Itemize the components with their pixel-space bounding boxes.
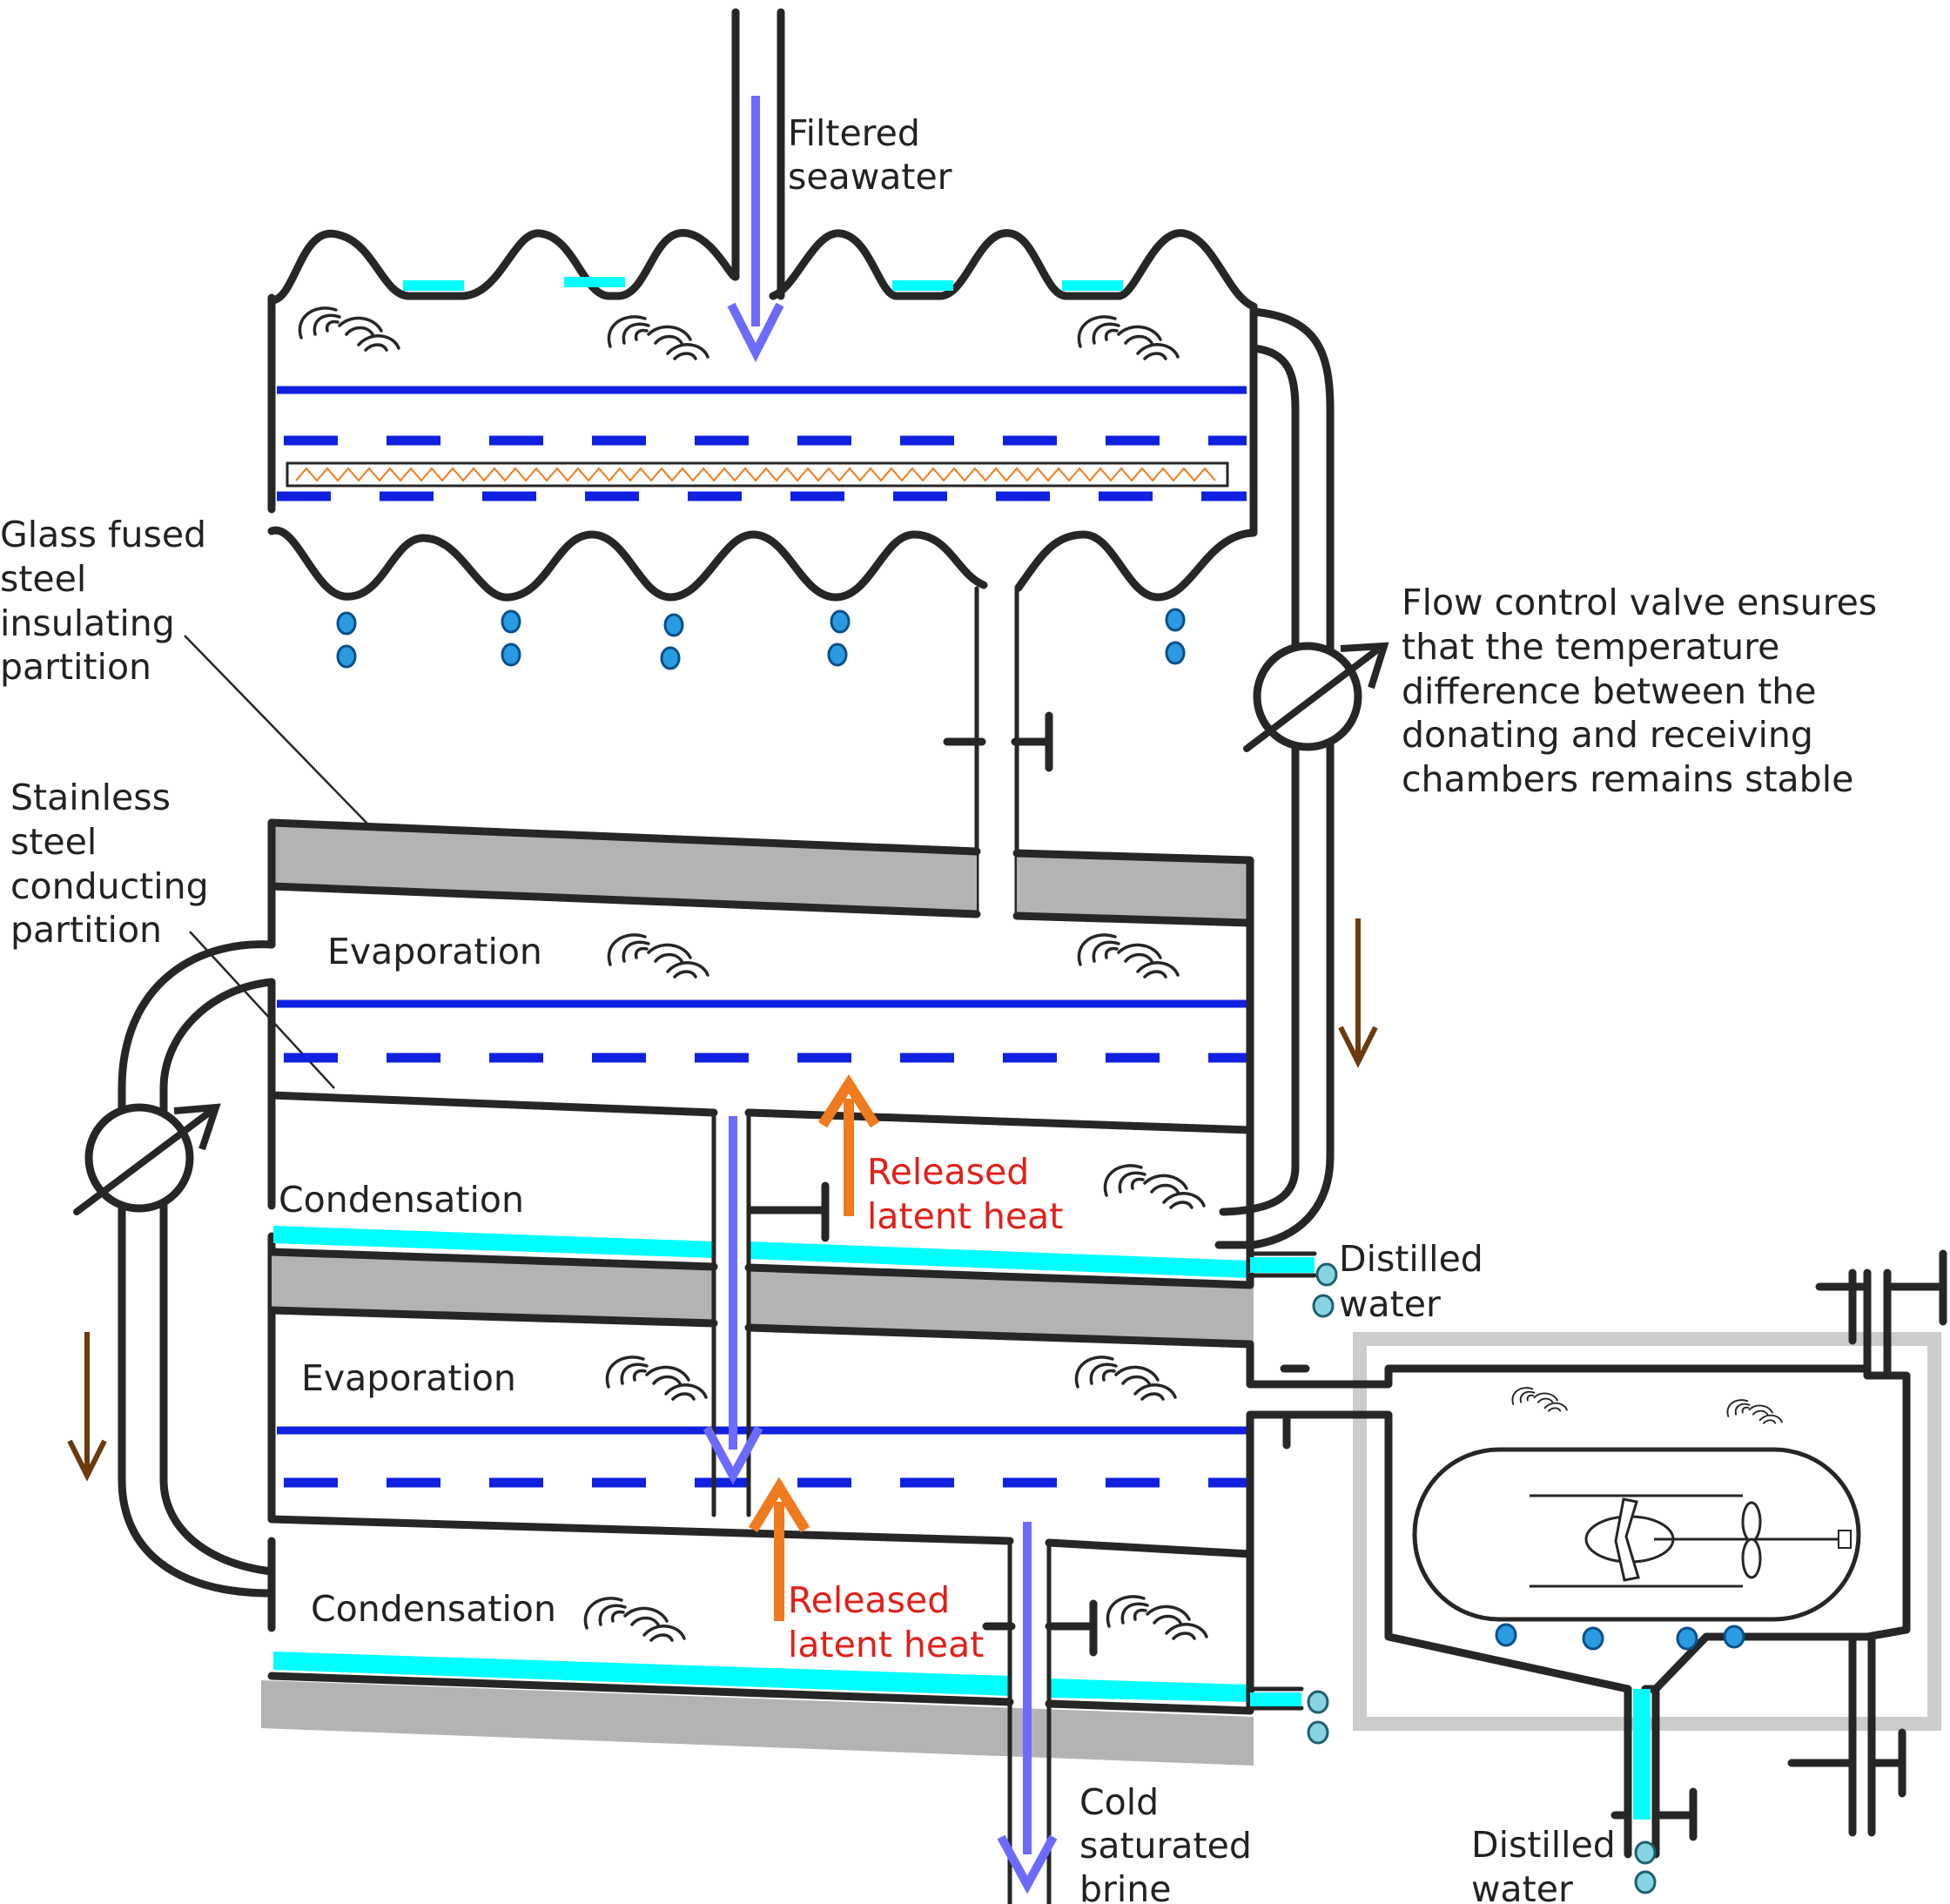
label-glass-partition: Glass fused steel insulating partition xyxy=(0,514,218,688)
insulating-partition xyxy=(749,1268,1254,1344)
label-brine: Cold saturated brine xyxy=(1079,1781,1263,1904)
droplet-icon xyxy=(1582,1626,1604,1651)
label-distilled-water-1: Distilled water xyxy=(1339,1238,1495,1325)
distilled-water-outlet xyxy=(1247,1686,1329,1745)
label-distilled-water-2: Distilled water xyxy=(1471,1824,1627,1904)
brine-flow-arrow xyxy=(997,1834,1058,1894)
droplet-icon xyxy=(1634,1840,1657,1865)
inner-drum xyxy=(1412,1447,1861,1622)
droplet-icon xyxy=(1315,1262,1338,1287)
label-valve-note: Flow control valve ensures that the temp… xyxy=(1402,582,1888,800)
vapor-icon xyxy=(1106,1595,1208,1640)
brine-outlet-pipe xyxy=(982,1522,1098,1904)
stirrer-icon xyxy=(1530,1494,1852,1588)
label-filtered-seawater: Filtered seawater xyxy=(788,112,952,198)
vapor-icon xyxy=(1726,1399,1783,1424)
glass-partition-leader xyxy=(184,635,397,854)
condensate-puddle xyxy=(1062,280,1123,291)
label-evaporation-2: Evaporation xyxy=(301,1357,516,1399)
return-flow-arrow xyxy=(67,1332,107,1482)
distilled-water-outlet xyxy=(1247,1251,1338,1318)
shutoff-valve-icon xyxy=(1610,1787,1698,1841)
droplet-icon xyxy=(1307,1720,1329,1745)
condensate-puddle xyxy=(403,280,464,291)
condensate-layer xyxy=(1049,1679,1250,1702)
insulating-partition xyxy=(272,1252,714,1323)
droplet-icon xyxy=(1307,1690,1329,1714)
label-evaporation-1: Evaporation xyxy=(327,931,542,972)
seawater-flow-arrow xyxy=(703,1425,763,1485)
label-steel-partition: Stainless steel conducting partition xyxy=(10,777,220,951)
top-wavy-wall xyxy=(267,229,740,305)
droplet-icon xyxy=(1723,1625,1745,1649)
seawater-inlet xyxy=(727,8,785,363)
insulating-partition xyxy=(1017,853,1254,923)
droplet-icon xyxy=(1676,1626,1698,1651)
vapor-icon xyxy=(605,1356,708,1401)
label-condensation-1: Condensation xyxy=(279,1179,524,1221)
vapor-icon xyxy=(1511,1387,1568,1412)
shutoff-valve-icon xyxy=(1787,1632,1906,1837)
label-latent-heat-2: Released latent heat xyxy=(788,1579,984,1665)
vapor-icon xyxy=(1074,1356,1177,1401)
top-heating-chamber xyxy=(267,229,1258,670)
vapor-icon xyxy=(1077,933,1180,979)
seawater-flow-arrow xyxy=(727,302,784,363)
flow-valve-icon xyxy=(1243,642,1389,752)
heat-arrow xyxy=(748,1477,810,1621)
collection-vessel xyxy=(1246,1249,1947,1894)
vapor-icon xyxy=(1077,315,1180,360)
bottom-wavy-wall xyxy=(267,526,988,602)
condensate-layer xyxy=(273,1226,714,1258)
heating-element-icon xyxy=(286,461,1229,488)
vapor-icon xyxy=(298,306,400,352)
label-latent-heat-1: Released latent heat xyxy=(867,1151,1063,1237)
condensate-layer xyxy=(273,1652,1010,1696)
condensate-puddle xyxy=(892,280,953,291)
condensate-puddle xyxy=(564,277,625,287)
return-flow-arrow xyxy=(1338,918,1378,1068)
bottom-insulation xyxy=(261,1680,1254,1766)
vapor-icon xyxy=(583,1597,686,1642)
shutoff-valve-icon xyxy=(982,1599,1098,1657)
shutoff-valve-icon xyxy=(1011,711,1053,772)
heat-arrow xyxy=(817,1073,880,1216)
label-condensation-2: Condensation xyxy=(311,1588,556,1630)
main-stack xyxy=(261,818,1254,1766)
condensate-layer xyxy=(749,1241,1249,1278)
droplet-icon xyxy=(1312,1294,1335,1318)
right-return-loop xyxy=(1219,307,1389,1249)
brine-transfer-pipe xyxy=(703,1110,830,1517)
shutoff-valve-icon xyxy=(1815,1249,1947,1380)
vapor-icon xyxy=(607,933,709,979)
vapor-icon xyxy=(607,315,709,360)
droplet-icon xyxy=(1634,1870,1657,1894)
droplet-icon xyxy=(1495,1623,1517,1647)
shutoff-valve-icon xyxy=(746,1181,830,1242)
droplet-icon xyxy=(336,608,1186,670)
flow-valve-icon xyxy=(73,1103,221,1215)
vapor-icon xyxy=(1103,1164,1206,1209)
left-return-loop xyxy=(67,940,276,1598)
